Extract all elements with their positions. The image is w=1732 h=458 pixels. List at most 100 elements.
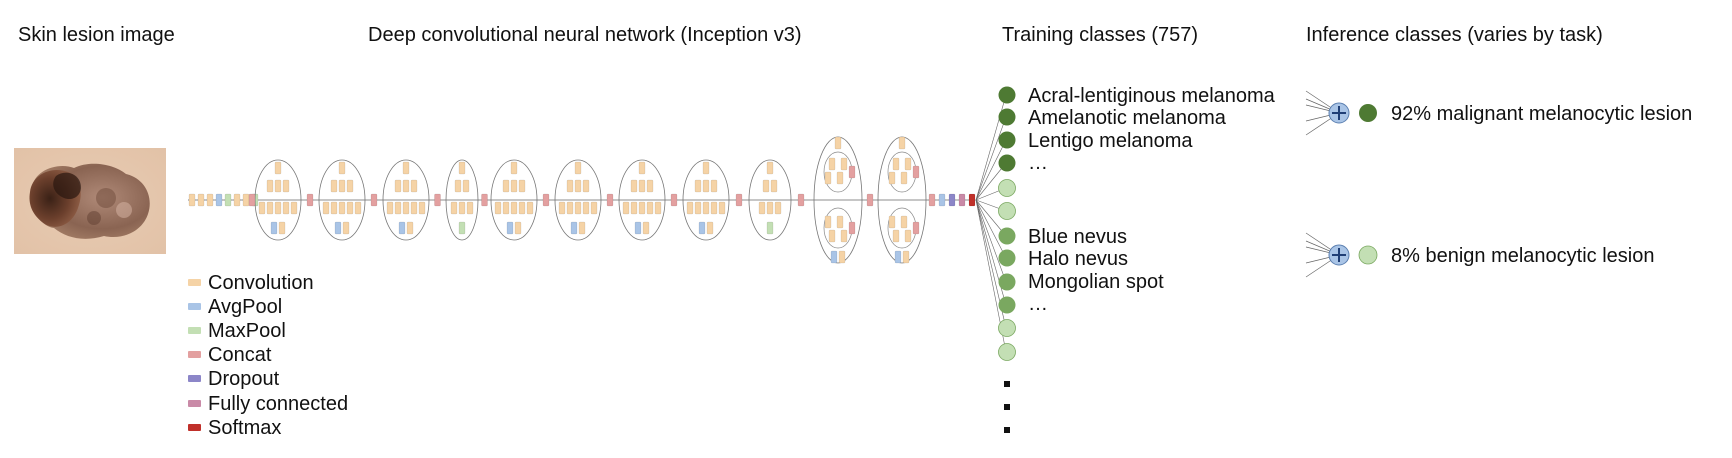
module-pool-block — [634, 221, 642, 235]
inception-module-outline — [554, 159, 602, 241]
stem-layer-block — [215, 193, 223, 207]
module-layer-block — [892, 229, 900, 243]
concat-block — [606, 193, 614, 207]
module-layer-block — [394, 179, 402, 193]
inception-module-outline — [445, 159, 479, 241]
module-layer-block — [710, 201, 718, 215]
module-layer-block — [582, 179, 590, 193]
training-class-node — [998, 249, 1016, 267]
legend-label: AvgPool — [208, 296, 283, 318]
module-layer-block — [654, 201, 662, 215]
concat-block — [866, 193, 874, 207]
module-layer-block — [574, 161, 582, 175]
module-layer-block — [282, 179, 290, 193]
legend-label: MaxPool — [208, 320, 286, 342]
module-layer-block — [458, 161, 466, 175]
training-class-label: Blue nevus — [1028, 226, 1127, 248]
concat-block — [542, 193, 550, 207]
module-layer-block — [346, 179, 354, 193]
connection-line — [975, 162, 1007, 201]
module-layer-block — [282, 201, 290, 215]
module-layer-block — [582, 201, 590, 215]
module-layer-block — [410, 201, 418, 215]
module-layer-block — [450, 201, 458, 215]
module-layer-block — [510, 201, 518, 215]
module-layer-block — [630, 179, 638, 193]
module-layer-block — [394, 201, 402, 215]
training-class-node — [998, 343, 1016, 361]
module-layer-block — [770, 179, 778, 193]
module-layer-block — [828, 157, 836, 171]
training-class-ellipsis: … — [1028, 293, 1048, 315]
module-layer-block — [330, 201, 338, 215]
module-layer-block — [458, 201, 466, 215]
fully-connected-block — [958, 193, 966, 207]
module-layer-block — [526, 201, 534, 215]
stem-layer-block — [188, 193, 196, 207]
legend-label: Concat — [208, 344, 272, 366]
header-network: Deep convolutional neural network (Incep… — [368, 24, 802, 46]
continuation-dot — [1004, 404, 1010, 410]
connection-line — [975, 116, 1007, 201]
module-layer-block — [630, 201, 638, 215]
module-layer-block — [402, 161, 410, 175]
module-layer-block — [514, 221, 522, 235]
module-layer-block — [462, 179, 470, 193]
module-layer-block — [342, 221, 350, 235]
module-layer-block — [638, 179, 646, 193]
module-layer-block — [824, 215, 832, 229]
module-layer-block — [386, 201, 394, 215]
module-layer-block — [900, 215, 908, 229]
module-layer-block — [638, 161, 646, 175]
module-layer-block — [904, 229, 912, 243]
module-layer-block — [766, 201, 774, 215]
module-layer-block — [694, 179, 702, 193]
legend-label: Dropout — [208, 368, 280, 390]
continuation-dot — [1004, 427, 1010, 433]
module-layer-block — [710, 179, 718, 193]
module-pool-block — [830, 250, 838, 264]
concat-block — [370, 193, 378, 207]
connection-line — [975, 199, 1007, 259]
module-layer-block — [566, 201, 574, 215]
module-layer-block — [322, 201, 330, 215]
header-skin-lesion-image: Skin lesion image — [18, 24, 175, 46]
module-layer-block — [454, 179, 462, 193]
training-class-node — [998, 273, 1016, 291]
training-class-node — [998, 179, 1016, 197]
header-inference-classes: Inference classes (varies by task) — [1306, 24, 1603, 46]
module-layer-block — [622, 201, 630, 215]
training-class-node — [998, 131, 1016, 149]
concat-block — [670, 193, 678, 207]
legend-swatch — [188, 303, 201, 310]
concat-block — [912, 221, 920, 235]
module-layer-block — [558, 201, 566, 215]
module-layer-block — [702, 201, 710, 215]
module-layer-block — [840, 229, 848, 243]
module-layer-block — [638, 201, 646, 215]
module-layer-block — [338, 161, 346, 175]
module-layer-block — [836, 215, 844, 229]
training-class-node — [998, 227, 1016, 245]
module-layer-block — [290, 201, 298, 215]
module-layer-block — [338, 201, 346, 215]
legend-swatch — [188, 327, 201, 334]
module-layer-block — [646, 179, 654, 193]
module-layer-block — [898, 136, 906, 150]
legend-swatch — [188, 375, 201, 382]
legend-swatch — [188, 400, 201, 407]
module-layer-block — [330, 179, 338, 193]
concat-block — [928, 193, 936, 207]
module-layer-block — [904, 157, 912, 171]
module-layer-block — [706, 221, 714, 235]
inference-class-node — [1358, 245, 1378, 265]
continuation-dot — [1004, 381, 1010, 387]
module-pool-block — [698, 221, 706, 235]
module-layer-block — [840, 157, 848, 171]
module-pool-block — [398, 221, 406, 235]
inception-module-outline — [618, 159, 666, 241]
module-layer-block — [888, 171, 896, 185]
module-layer-block — [510, 179, 518, 193]
module-layer-block — [902, 250, 910, 264]
